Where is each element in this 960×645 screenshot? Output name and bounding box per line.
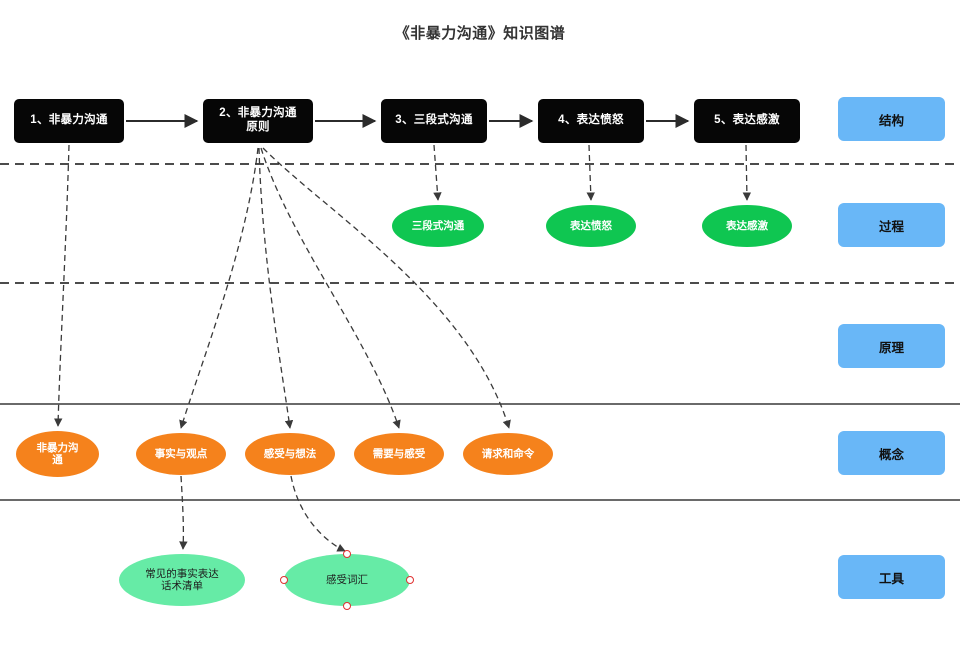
legend-chip-tool[interactable]: 工具 (838, 555, 945, 599)
legend-chip-label-process: 过程 (878, 219, 904, 234)
legend-chip-structure[interactable]: 结构 (838, 97, 945, 141)
selection-handle-right[interactable] (406, 576, 414, 584)
legend-chip-process[interactable]: 过程 (838, 203, 945, 247)
node-p2[interactable]: 表达愤怒 (546, 205, 636, 247)
node-label-s4: 4、表达愤怒 (558, 114, 624, 127)
edge-s2-to-c5[interactable] (262, 147, 511, 429)
node-label-s3: 3、三段式沟通 (395, 114, 473, 127)
node-label-c4: 需要与感受 (372, 447, 426, 460)
node-label-p1: 三段式沟通 (411, 219, 465, 232)
node-p3[interactable]: 表达感激 (702, 205, 792, 247)
selection-handle-left[interactable] (280, 576, 288, 584)
node-s1[interactable]: 1、非暴力沟通 (14, 99, 124, 143)
band-divider-group (0, 163, 960, 501)
edge-s2-to-c4[interactable] (260, 147, 401, 429)
legend-chip-label-principle: 原理 (878, 340, 904, 355)
node-s3[interactable]: 3、三段式沟通 (381, 99, 487, 143)
node-label-s2: 2、非暴力沟通 原则 (219, 107, 297, 133)
node-t1[interactable]: 常见的事实表达 话术清单 (119, 554, 245, 606)
page-title: 《非暴力沟通》知识图谱 (394, 25, 566, 42)
node-label-t2: 感受词汇 (326, 573, 368, 586)
edge-c2-to-t1[interactable] (179, 475, 188, 550)
node-label-c5: 请求和命令 (481, 447, 535, 460)
node-label-s5: 5、表达感激 (714, 114, 780, 127)
node-label-c2: 事实与观点 (154, 447, 208, 460)
legend-chip-principle[interactable]: 原理 (838, 324, 945, 368)
edge-s2-to-c3[interactable] (258, 147, 294, 429)
node-c4[interactable]: 需要与感受 (354, 433, 444, 475)
node-c3[interactable]: 感受与想法 (245, 433, 335, 475)
node-c5[interactable]: 请求和命令 (463, 433, 553, 475)
edge-c3-to-t2[interactable] (290, 475, 346, 552)
legend-chip-concept[interactable]: 概念 (838, 431, 945, 475)
selection-handle-bottom[interactable] (343, 602, 351, 610)
node-s5[interactable]: 5、表达感激 (694, 99, 800, 143)
node-label-c1: 非暴力沟 通 (36, 441, 79, 466)
legend-chip-label-structure: 结构 (878, 113, 904, 128)
node-label-c3: 感受与想法 (263, 447, 317, 460)
edge-s4-to-p2[interactable] (586, 144, 595, 201)
node-c1[interactable]: 非暴力沟 通 (16, 431, 99, 477)
node-label-s1: 1、非暴力沟通 (30, 114, 108, 127)
edge-s5-to-p3[interactable] (742, 144, 752, 201)
legend-chip-label-tool: 工具 (878, 571, 904, 586)
edge-s2-to-c2[interactable] (179, 147, 259, 429)
node-label-t1: 常见的事实表达 话术清单 (145, 567, 219, 592)
node-s4[interactable]: 4、表达愤怒 (538, 99, 644, 143)
node-label-p2: 表达愤怒 (570, 219, 612, 232)
node-label-p3: 表达感激 (726, 219, 768, 232)
legend-chip-label-concept: 概念 (878, 447, 904, 462)
edge-group (53, 114, 752, 552)
node-t2[interactable]: 感受词汇 (284, 554, 410, 606)
selection-handle-top[interactable] (343, 550, 351, 558)
node-s2[interactable]: 2、非暴力沟通 原则 (203, 99, 313, 143)
edge-s3-to-p1[interactable] (433, 144, 442, 201)
edge-s1-to-c1[interactable] (53, 144, 70, 427)
node-p1[interactable]: 三段式沟通 (392, 205, 484, 247)
node-c2[interactable]: 事实与观点 (136, 433, 226, 475)
